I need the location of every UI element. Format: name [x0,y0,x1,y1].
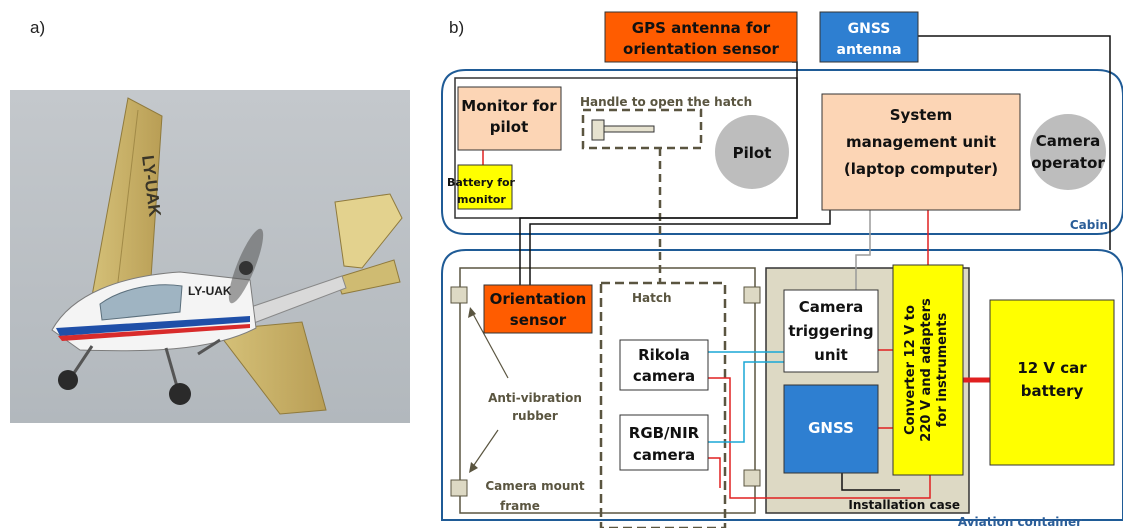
monitor-label-1: Monitor for [461,97,557,115]
wire-rgb-power [708,457,721,488]
camera-operator-label-2: operator [1031,154,1105,172]
pilot-label: Pilot [733,144,772,162]
rgb-nir-label-2: camera [633,446,695,464]
hatch-outline [599,281,727,528]
monitor-box [457,86,562,151]
wire-laptop-trigger [855,210,871,290]
camera-mount-frame-outline [459,267,756,514]
orientation-sensor-label-1: Orientation [490,290,587,308]
converter-label-1: Converter 12 V to [903,305,918,435]
orientation-sensor-box [483,284,593,334]
gnss-antenna-box [819,11,919,63]
converter-label-2: 220 V and adapters [919,298,934,442]
rgb-nir-box [619,414,709,471]
anti-vibration-label-2: rubber [512,409,558,423]
rikola-label-2: camera [633,367,695,385]
rubber-pad-top-left [450,286,468,304]
car-battery-box [989,299,1115,466]
camera-trigger-label-2: triggering [788,322,873,340]
gps-antenna-label-1: GPS antenna for [632,19,771,37]
monitor-label-2: pilot [490,118,529,136]
rikola-label-1: Rikola [638,346,690,364]
cabin-outline [441,69,1123,235]
system-unit-label-2: management unit [846,133,996,151]
installation-case-label: Installation case [848,498,960,512]
anti-vibration-label-1: Anti-vibration [488,391,582,405]
camera-operator-circle [1030,114,1106,190]
fuselage-registration: LY-UAK [188,284,232,298]
rubber-pad-top-right [743,286,761,304]
panel-label-a: a) [30,18,46,37]
gps-antenna-label-2: orientation sensor [623,40,780,58]
aviation-container-outline [441,249,1123,521]
battery-monitor-label-2: monitor [457,193,506,206]
car-battery-label-1: 12 V car [1017,359,1087,377]
converter-box [892,264,964,476]
hatch-handle-icon [591,119,655,141]
gnss-box [783,384,879,474]
system-unit-box [821,93,1021,211]
rubber-pad-bottom-left [450,479,468,497]
panel-label-b: b) [449,18,465,37]
camera-trigger-box [783,289,879,373]
hatch-handle-label: Handle to open the hatch [580,95,752,109]
camera-trigger-label-1: Camera [799,298,863,316]
system-unit-label-3: (laptop computer) [844,160,998,178]
gps-antenna-box [604,11,798,63]
pilot-circle [715,115,789,189]
rubber-pad-bottom-right [743,469,761,487]
aircraft-photo: LY-UAK LY-UAK [10,90,410,423]
wire-sensor-laptop [529,210,831,285]
rgb-nir-label-1: RGB/NIR [629,424,700,442]
hatch-label: Hatch [632,291,672,305]
battery-monitor-box [457,164,513,210]
aviation-container-label: Aviation container [958,515,1082,528]
gnss-antenna-label-2: antenna [837,42,902,58]
arrow-rubber-top [471,311,509,379]
wire-rgb-trigger [708,361,784,443]
gnss-label: GNSS [808,419,854,437]
rikola-box [619,339,709,391]
hatch-handle-outline [581,108,703,150]
mount-frame-label-1: Camera mount [485,479,585,493]
gnss-antenna-label-1: GNSS [848,21,891,37]
wire-rikola-power [708,377,931,499]
wire-gnss-antenna [918,35,1111,250]
arrow-rubber-bottom [471,429,499,469]
car-battery-label-2: battery [1021,382,1084,400]
converter-label-3: for instruments [935,313,950,428]
battery-monitor-label-1: Battery for [447,176,516,189]
orientation-sensor-label-2: sensor [510,311,567,329]
camera-operator-label-1: Camera [1036,132,1100,150]
cabin-label: Cabin [1070,218,1108,232]
mount-frame-label-2: frame [500,499,540,513]
camera-trigger-label-3: unit [814,346,848,364]
system-unit-label-1: System [890,106,952,124]
